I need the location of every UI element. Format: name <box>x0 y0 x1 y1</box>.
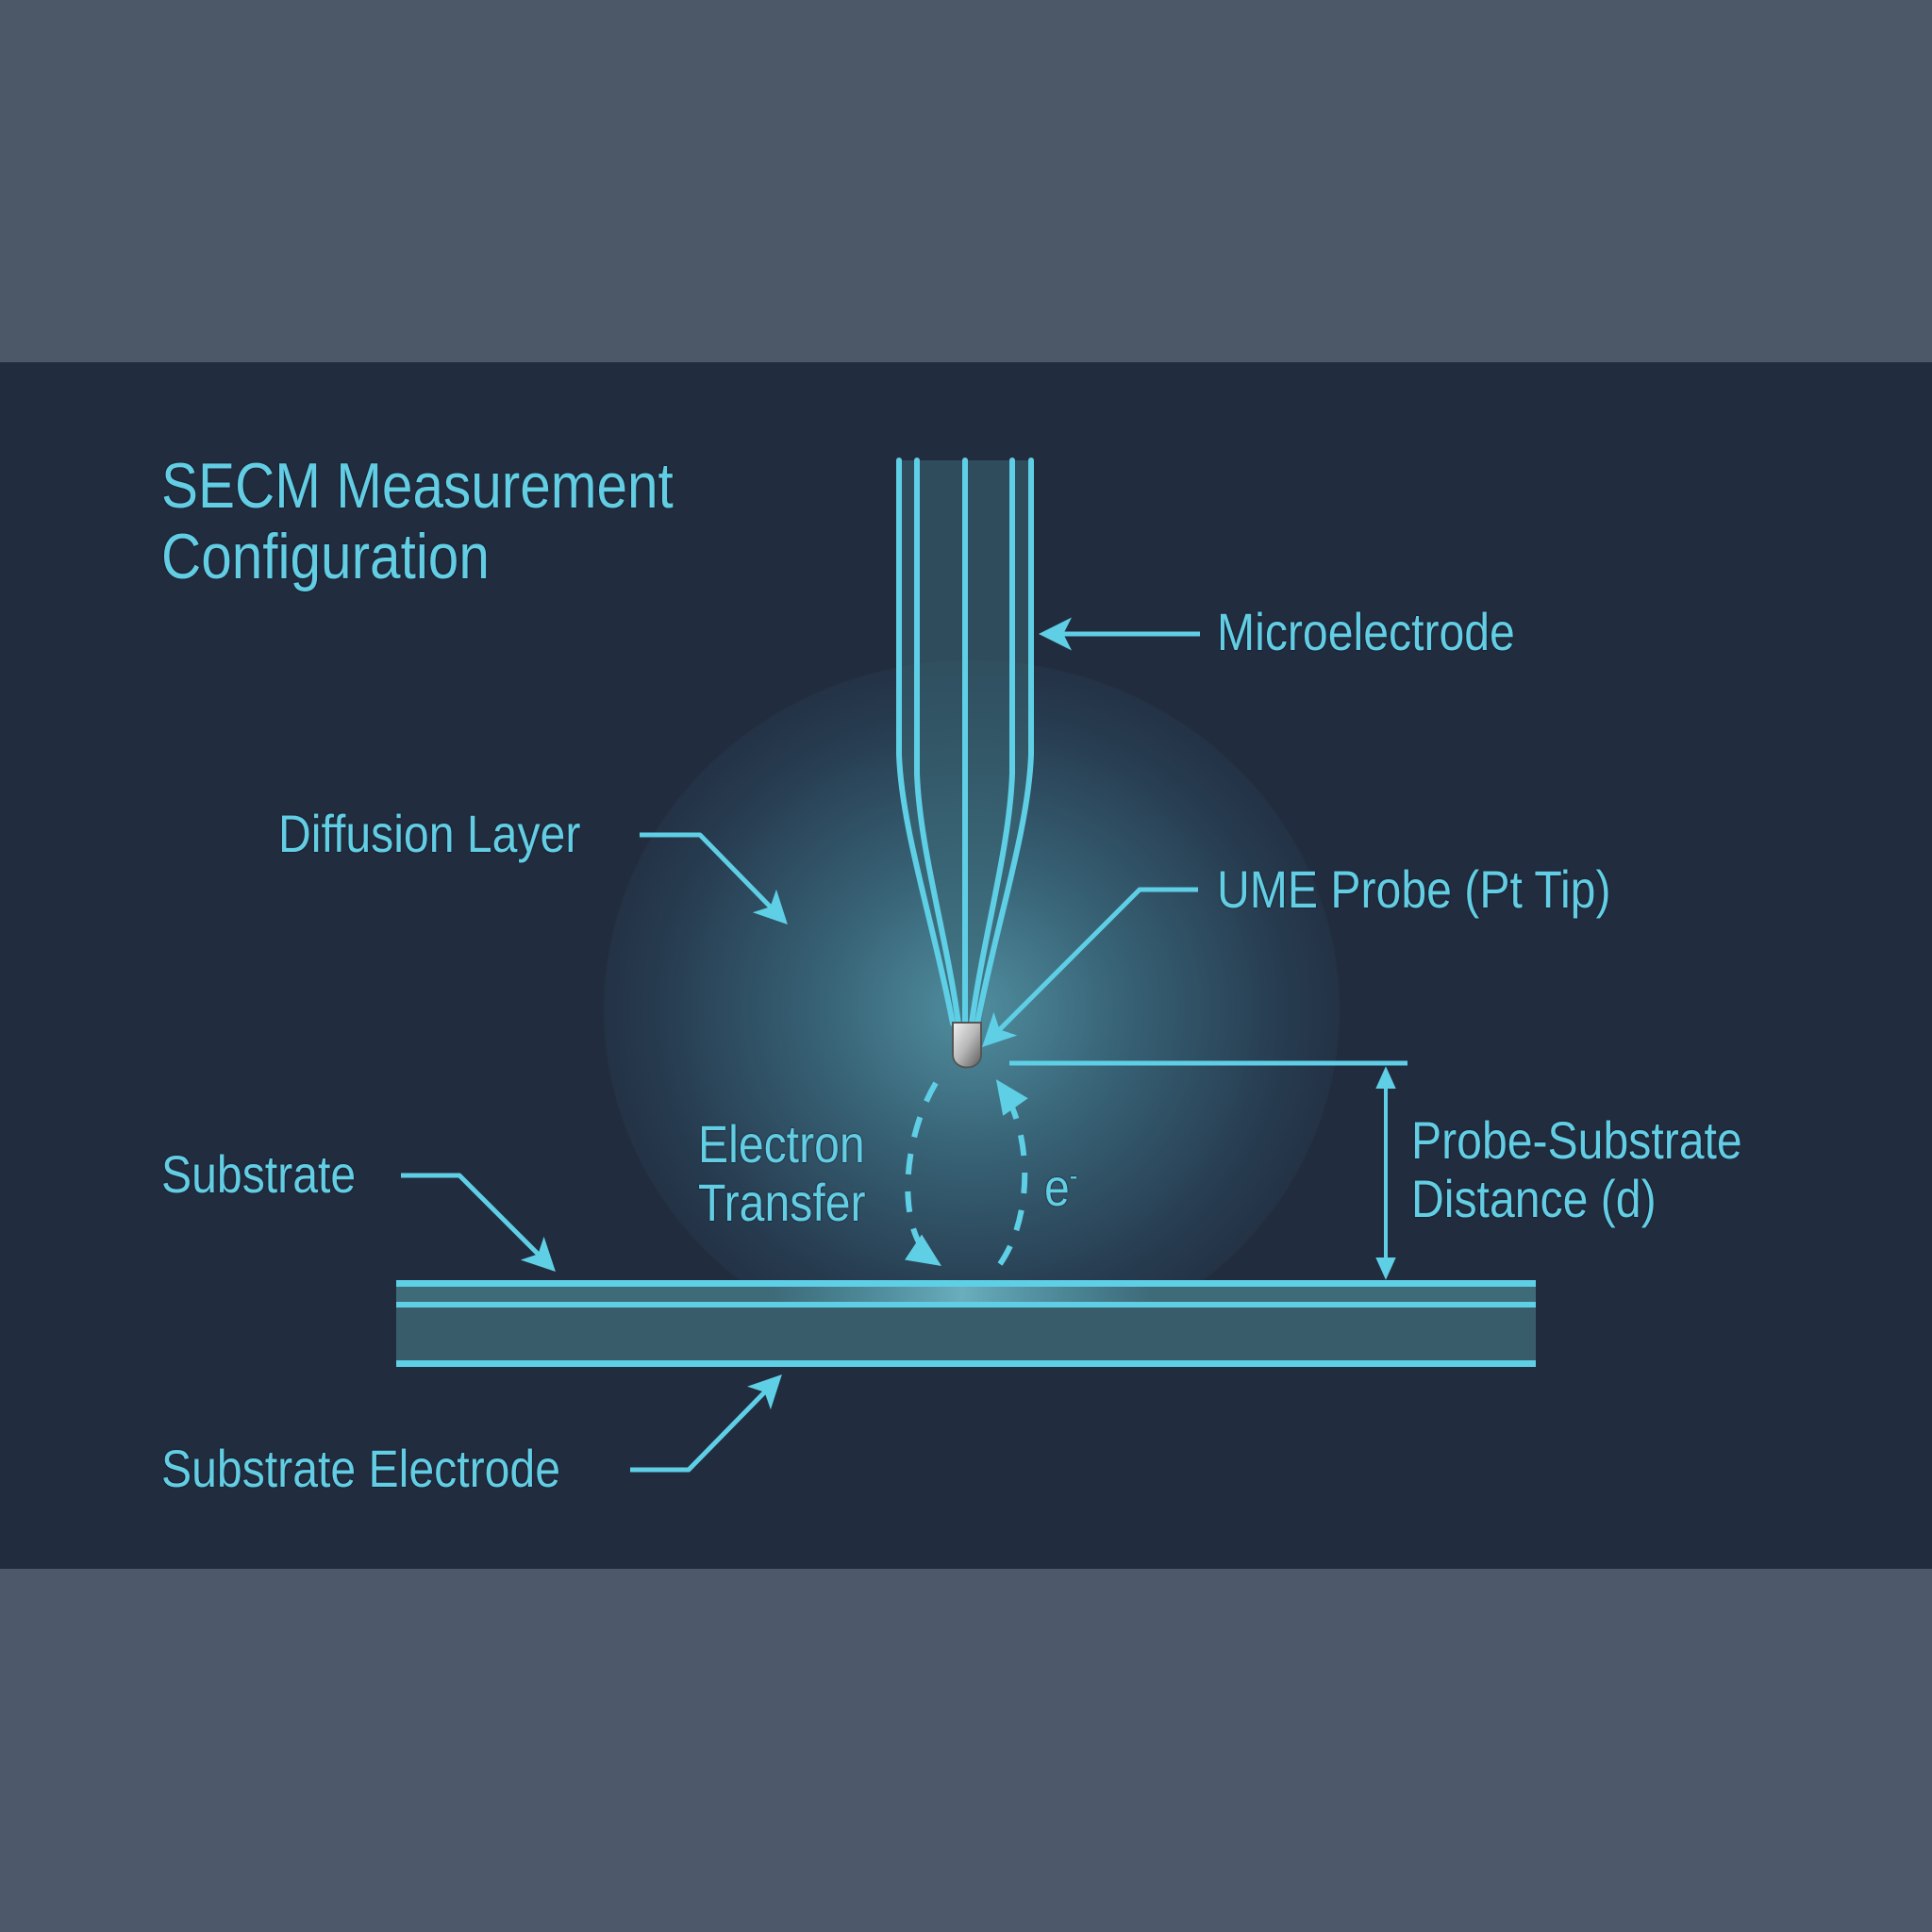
distance-line-2: Distance (d) <box>1411 1169 1657 1228</box>
title-line-1: SECM Measurement <box>161 450 674 522</box>
diffusion-layer-arrow <box>640 832 788 925</box>
arrow-icon <box>401 617 1200 1473</box>
label-microelectrode: Microelectrode <box>1217 602 1515 661</box>
pt-tip-icon <box>952 1022 982 1069</box>
top-background-band <box>0 0 1932 362</box>
label-electron-transfer: Electron Transfer <box>698 1115 866 1232</box>
microelectrode <box>896 458 1034 1026</box>
page-title: SECM Measurement Configuration <box>161 451 674 592</box>
ume-probe-arrow <box>982 887 1198 1047</box>
label-substrate: Substrate <box>161 1144 357 1204</box>
title-line-2: Configuration <box>161 521 490 592</box>
label-electron-symbol: e- <box>1044 1145 1077 1219</box>
label-substrate-electrode: Substrate Electrode <box>161 1439 560 1498</box>
label-diffusion-layer: Diffusion Layer <box>278 804 581 863</box>
distance-indicator <box>1009 1060 1407 1280</box>
bottom-background-band <box>0 1569 1932 1932</box>
electron-transfer-line-1: Electron <box>698 1114 865 1174</box>
label-ume-probe: UME Probe (Pt Tip) <box>1217 859 1611 919</box>
electron-transfer-arrows <box>905 1079 1028 1267</box>
distance-line-1: Probe-Substrate <box>1411 1110 1742 1170</box>
label-probe-substrate-distance: Probe-Substrate Distance (d) <box>1411 1111 1742 1228</box>
substrate-arrow <box>401 1173 556 1272</box>
electron-transfer-line-2: Transfer <box>698 1173 866 1232</box>
substrate-electrode-arrow <box>630 1374 782 1473</box>
electron-symbol: e <box>1044 1158 1070 1217</box>
electron-charge: - <box>1069 1160 1078 1191</box>
substrate <box>396 1280 1536 1367</box>
